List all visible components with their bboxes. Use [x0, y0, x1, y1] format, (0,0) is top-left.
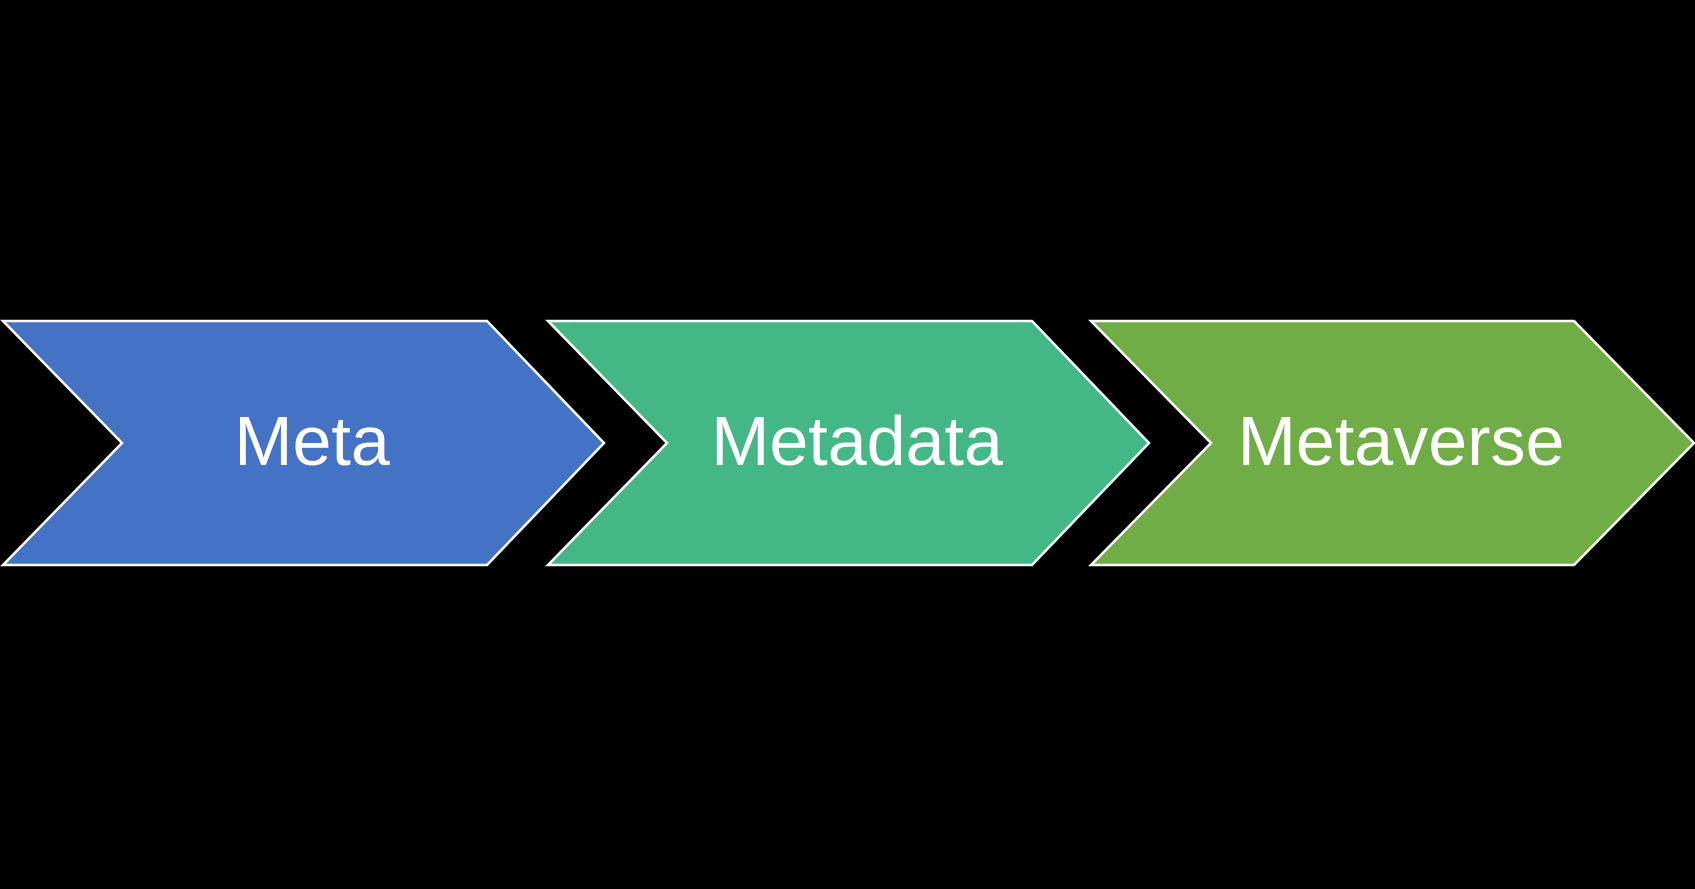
chevron-label-metaverse: Metaverse — [1238, 402, 1565, 480]
chevron-shape-meta — [0, 319, 606, 567]
chevron-shape-metadata — [545, 319, 1151, 567]
process-step-meta: Meta — [0, 319, 606, 567]
chevron-label-meta: Meta — [234, 402, 390, 480]
process-step-metadata: Metadata — [545, 319, 1151, 567]
chevron-label-metadata: Metadata — [711, 402, 1003, 480]
process-step-metaverse: Metaverse — [1088, 319, 1695, 567]
chevron-shape-metaverse — [1088, 319, 1695, 567]
